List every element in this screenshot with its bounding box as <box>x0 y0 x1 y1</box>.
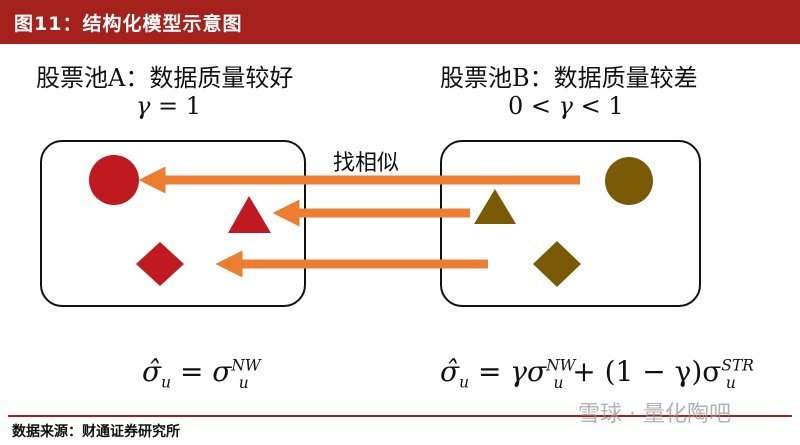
pool-a-circle <box>89 155 139 205</box>
source-note: 数据来源：财通证券研究所 <box>12 424 180 440</box>
figure-title: 图11：结构化模型示意图 <box>14 13 243 35</box>
pool-b-formula: σ̂u = γσNWu + (1 − γ)σSTRu <box>440 355 754 392</box>
pool-b-triangle <box>474 189 516 224</box>
watermark: 雪球 · 量化陶吧 <box>578 402 731 427</box>
pool-a-triangle <box>228 196 271 233</box>
pool-a-diamond <box>136 242 184 286</box>
pool-b-box <box>440 140 701 307</box>
pool-b-title: 股票池B：数据质量较差 <box>440 64 698 92</box>
title-bar: 图11：结构化模型示意图 <box>0 0 800 44</box>
pool-b-diamond <box>533 241 581 287</box>
arrow-label: 找相似 <box>333 151 400 176</box>
pool-a-title: 股票池A：数据质量较好 <box>36 64 294 92</box>
footer-rule <box>8 415 792 417</box>
pool-b-gamma: 0 < γ < 1 <box>508 92 624 120</box>
pool-a-formula: σ̂u = σNWu <box>142 355 261 392</box>
pool-a-gamma: γ = 1 <box>136 92 201 120</box>
pool-b-circle <box>605 157 653 205</box>
